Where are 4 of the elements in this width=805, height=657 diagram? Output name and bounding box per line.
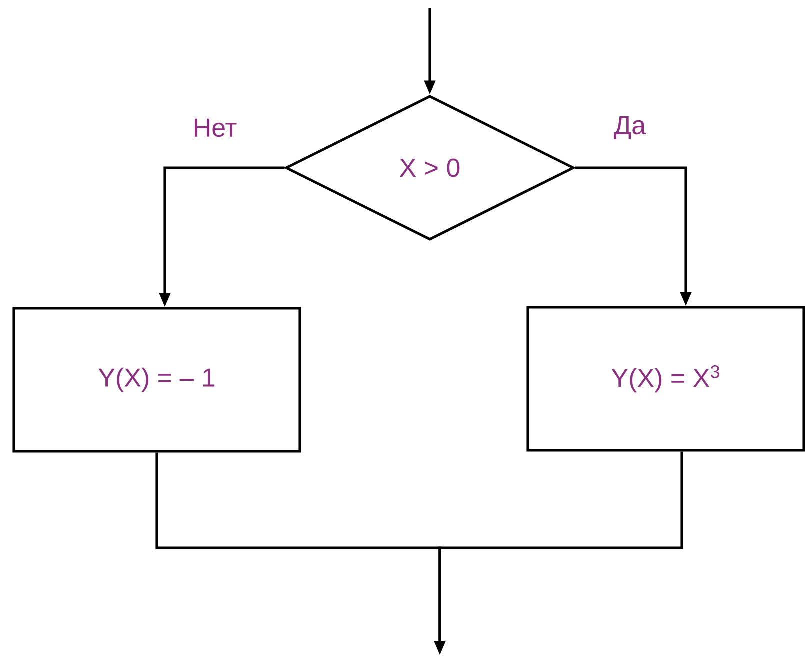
process-box: Y(X) = – 1 — [12, 307, 302, 453]
process-box: Y(X) = X$^{3}$ — [526, 306, 805, 452]
edge-label: Да — [612, 115, 648, 141]
edge-label: Нет — [192, 118, 238, 138]
